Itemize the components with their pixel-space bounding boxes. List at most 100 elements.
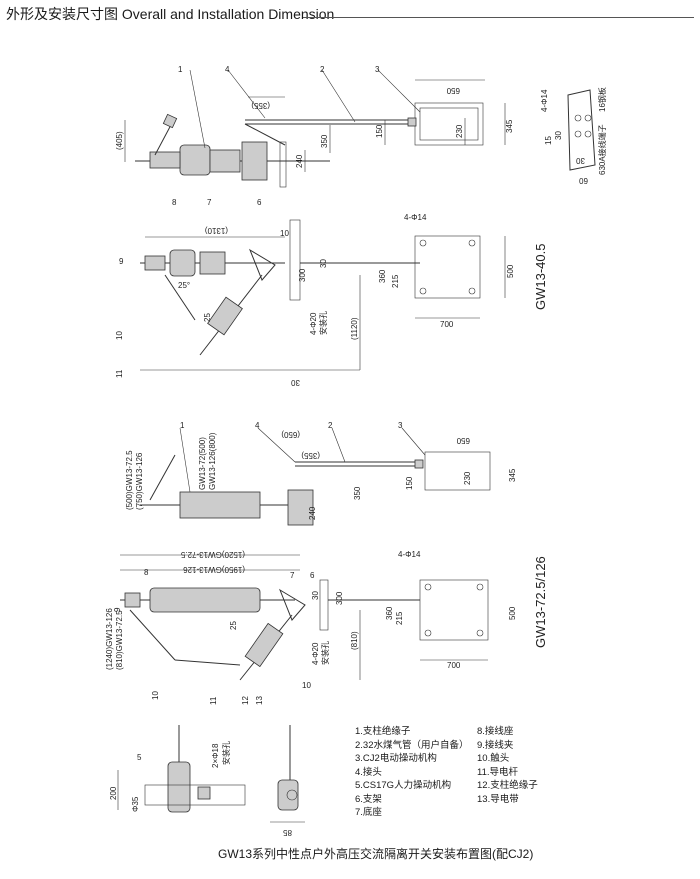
dim: (500)GW13-72.5 [125, 450, 134, 510]
dim: 300 [298, 268, 307, 282]
dim: 500 [506, 264, 515, 278]
legend-right-column: 8.接线座 9.接线夹 10.触头 11.导电杆 12.支柱绝缘子 13.导电带 [477, 725, 538, 806]
dim: (1950)GW13-126 [183, 565, 245, 574]
view1-drawing: 1 4 2 3 (355) 650 150 230 345 350 240 (4… [115, 65, 514, 188]
dim: 240 [295, 154, 304, 168]
dim: (1310) [205, 226, 228, 235]
dim: 10 [302, 681, 311, 690]
dim: 500 [508, 606, 517, 620]
model-label-40-5: GW13-40.5 [533, 244, 548, 310]
dim: (810) [350, 631, 359, 650]
dim: 25° [178, 281, 190, 290]
callout-3: 3 [398, 421, 403, 430]
dim: 4-Φ20 [309, 312, 318, 335]
callout-6: 6 [310, 571, 315, 580]
dim: (355) [251, 101, 270, 110]
legend-item: 4.接头 [355, 766, 382, 778]
dim: 30 [291, 378, 300, 387]
dim: 630A接线端子 [597, 124, 607, 175]
legend-item: 9.接线夹 [477, 739, 514, 751]
dim: 200 [109, 786, 118, 800]
dim: 360 [378, 269, 387, 283]
dim: 30 [576, 156, 585, 165]
callout-11: 11 [209, 696, 218, 705]
model-label-72-5-126: GW13-72.5/126 [533, 556, 548, 648]
dim: (750)GW13-126 [135, 452, 144, 510]
dim: GW13-126(800) [208, 432, 217, 490]
dim: 650 [446, 86, 460, 95]
dim: 350 [320, 134, 329, 148]
dim: 360 [385, 606, 394, 620]
title-rule [303, 17, 694, 18]
view3-drawing: 1 4 2 3 (650) (355) 650 150 230 345 350 … [125, 421, 517, 526]
dim: 4-Φ14 [404, 213, 427, 222]
legend-item: 5.CS17G人力操动机构 [355, 780, 452, 791]
dim: 700 [440, 320, 454, 329]
dim: 25 [229, 621, 238, 630]
dim: 10 [280, 229, 289, 238]
callout-2: 2 [320, 65, 325, 74]
dim: 215 [395, 611, 404, 625]
dim: 345 [508, 468, 517, 482]
dim: 2×Φ18 [211, 743, 220, 768]
dim: 60 [579, 176, 588, 185]
callout-4: 4 [225, 65, 230, 74]
legend-item: 8.接线座 [477, 726, 514, 737]
dim: 30 [554, 131, 563, 140]
dim: Φ35 [131, 796, 140, 812]
legend-item: 3.CJ2电动操动机构 [355, 753, 437, 764]
dim: (1240)GW13-126 [105, 608, 114, 670]
legend-item: 10.触头 [477, 753, 510, 764]
legend-item: 2.32水煤气管（用户自备） [355, 739, 469, 751]
dim: 240 [308, 506, 317, 520]
callout-12: 12 [241, 696, 250, 705]
dim: 700 [447, 661, 461, 670]
legend-item: 1.支柱绝缘子 [355, 726, 411, 737]
dim: 30 [311, 591, 320, 600]
callout-1: 1 [178, 65, 183, 74]
legend-item: 6.支架 [355, 793, 382, 805]
dim: 350 [353, 486, 362, 500]
legend-item: 12.支柱绝缘子 [477, 780, 538, 791]
figure-caption: GW13系列中性点户外高压交流隔离开关安装布置图(配CJ2) [218, 847, 534, 861]
callout-2: 2 [328, 421, 333, 430]
dim: 安装孔 [320, 641, 330, 665]
terminal-detail: 4-Φ14 16钢板 15 30 30 60 630A接线端子 [540, 87, 607, 185]
legend-left-column: 1.支柱绝缘子 2.32水煤气管（用户自备） 3.CJ2电动操动机构 4.接头 … [355, 725, 469, 820]
dim: (810)GW13-72.5 [115, 610, 124, 670]
callout-11: 11 [115, 369, 124, 378]
dim: 230 [463, 471, 472, 485]
callout-8: 8 [144, 568, 149, 577]
dim: (650) [281, 430, 300, 439]
callout-13: 13 [255, 696, 264, 705]
dim: (355) [301, 451, 320, 460]
dim: 16钢板 [597, 87, 607, 112]
dim: (1120) [350, 317, 359, 340]
dim: 4-Φ20 [311, 642, 320, 665]
view5-drawing: 5 2×Φ18 安装孔 200 Φ35 85 [109, 725, 305, 837]
dim: 30 [319, 259, 328, 268]
legend-item: 13.导电带 [477, 793, 519, 805]
legend-item: 11.导电杆 [477, 766, 519, 778]
callout-10: 10 [151, 691, 160, 700]
dim: 230 [455, 124, 464, 138]
dim: 215 [391, 274, 400, 288]
callout-7: 7 [290, 571, 295, 580]
dim: 345 [505, 119, 514, 133]
dim: 4-Φ14 [540, 89, 549, 112]
callout-1: 1 [180, 421, 185, 430]
dim: 300 [335, 591, 344, 605]
callout-6: 6 [257, 198, 262, 207]
callout-7: 7 [207, 198, 212, 207]
dim: GW13-72(500) [198, 437, 207, 490]
callout-9: 9 [119, 257, 124, 266]
dim: 150 [375, 124, 384, 138]
callout-3: 3 [375, 65, 380, 74]
dim: 安装孔 [318, 311, 328, 335]
callout-10: 10 [115, 331, 124, 340]
callout-4: 4 [255, 421, 260, 430]
callout-8: 8 [172, 198, 177, 207]
callout-9: 9 [113, 607, 122, 612]
legend-item: 7.底座 [355, 807, 382, 818]
